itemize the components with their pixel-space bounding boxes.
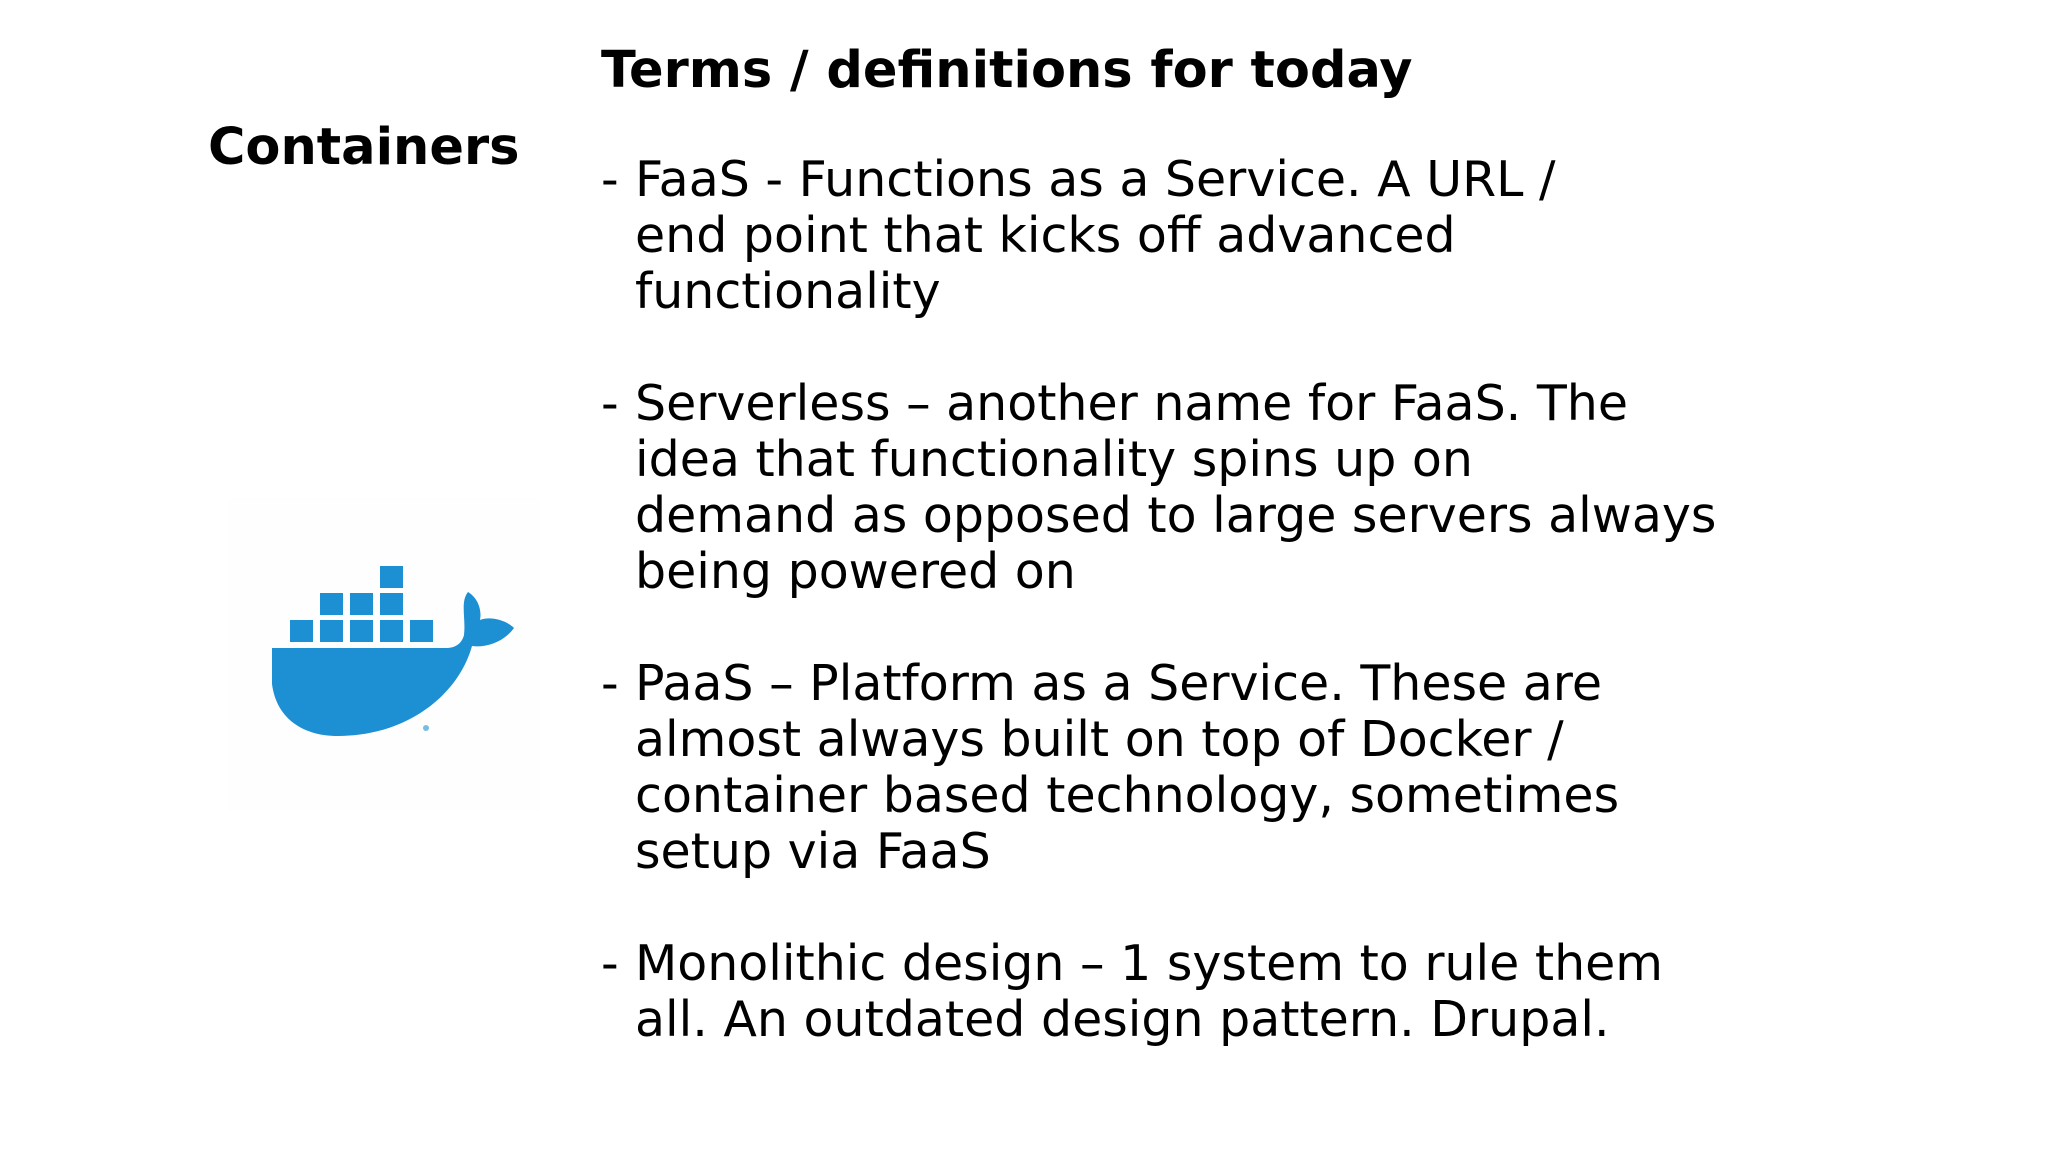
- term-item-serverless: - Serverless – another name for FaaS. Th…: [601, 376, 1901, 600]
- docker-logo: [228, 498, 540, 810]
- bullet-dash: -: [601, 375, 619, 432]
- term-line: idea that functionality spins up on: [635, 431, 1473, 488]
- bullet-dash: -: [601, 655, 619, 712]
- slide-title: Terms / definitions for today: [601, 41, 1413, 100]
- bullet-dash: -: [601, 935, 619, 992]
- term-line: being powered on: [635, 543, 1076, 600]
- term-line: demand as opposed to large servers alway…: [635, 487, 1717, 544]
- bullet-dash: -: [601, 151, 619, 208]
- term-definition-list: - FaaS - Functions as a Service. A URL /…: [601, 152, 1901, 1104]
- term-line: all. An outdated design pattern. Drupal.: [635, 991, 1610, 1048]
- term-line: functionality: [635, 263, 941, 320]
- term-line: Serverless – another name for FaaS. The: [635, 375, 1628, 432]
- term-line: setup via FaaS: [635, 823, 991, 880]
- term-item-faas: - FaaS - Functions as a Service. A URL /…: [601, 152, 1901, 320]
- term-line: Monolithic design – 1 system to rule the…: [635, 935, 1664, 992]
- term-line: end point that kicks off advanced: [635, 207, 1456, 264]
- term-line: container based technology, sometimes: [635, 767, 1620, 824]
- term-line: FaaS - Functions as a Service. A URL /: [635, 151, 1556, 208]
- term-line: almost always built on top of Docker /: [635, 711, 1564, 768]
- term-item-paas: - PaaS – Platform as a Service. These ar…: [601, 656, 1901, 880]
- term-line: PaaS – Platform as a Service. These are: [635, 655, 1602, 712]
- docker-whale-icon: [272, 566, 514, 736]
- side-heading: Containers: [208, 118, 520, 177]
- term-item-monolithic: - Monolithic design – 1 system to rule t…: [601, 936, 1901, 1048]
